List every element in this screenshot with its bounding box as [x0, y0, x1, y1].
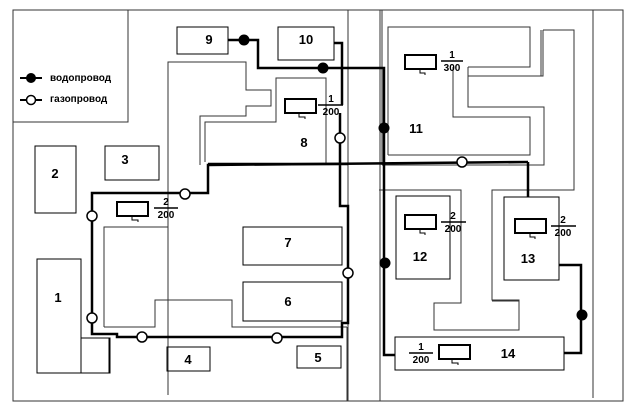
water-valve-icon [238, 34, 250, 46]
legend-water: водопровод [20, 73, 112, 84]
legend-box [12, 9, 129, 123]
building-10-label: 10 [299, 32, 313, 47]
building-11-yard-bottom [388, 67, 531, 156]
legend-gas-label: газопровод [50, 94, 108, 105]
gas-main [90, 113, 529, 339]
gas-valve-icon [25, 94, 37, 106]
building-2-label: 2 [51, 166, 58, 181]
gas-valve-icon [86, 210, 98, 222]
building-2 [34, 145, 77, 214]
building-14-label: 14 [501, 346, 516, 361]
building-4-label: 4 [184, 352, 192, 367]
scale-den: 200 [555, 228, 572, 239]
building-1 [36, 258, 82, 374]
building-13 [503, 196, 560, 281]
water-valve-icon [378, 122, 390, 134]
water-main [228, 38, 395, 357]
building-7 [242, 226, 343, 266]
building-1-label: 1 [54, 290, 61, 305]
building-9-label: 9 [205, 32, 212, 47]
scale-den: 200 [445, 224, 462, 235]
building-5-label: 5 [314, 350, 321, 365]
yard-12-13-outline [379, 189, 520, 331]
meter-tail-icon [131, 216, 139, 222]
scale-num: 1 [328, 94, 334, 105]
yard-right-connector [467, 30, 544, 77]
gas-valve-icon [334, 132, 346, 144]
building-11-zigzag [382, 30, 545, 166]
building-8-yard [204, 77, 327, 163]
scale-num: 1 [449, 50, 455, 61]
meter-tail-icon [419, 229, 426, 235]
scale-marker-13: 2 200 [514, 215, 576, 239]
water-valve-icon [379, 257, 391, 269]
meter-icon [284, 98, 317, 114]
building-6-label: 6 [284, 294, 291, 309]
gas-valve-icon [271, 332, 283, 344]
meter-tail-icon [451, 359, 459, 365]
yard-outline-right [381, 9, 594, 398]
building-1-outline [36, 258, 110, 374]
scale-num: 2 [450, 211, 456, 222]
scale-den: 300 [444, 63, 461, 74]
building-9 [176, 26, 229, 55]
scale-marker-12: 2 200 [404, 211, 466, 235]
gas-valve-icon [342, 267, 354, 279]
gas-valve-icon [136, 331, 148, 343]
building-1-notch [80, 337, 111, 374]
scale-marker-6-7-block: 2 200 [116, 197, 178, 222]
building-6 [242, 281, 343, 322]
building-5 [296, 345, 342, 369]
gas-valve-icon [179, 188, 191, 200]
yard-outline-upper-left [167, 61, 272, 395]
building-4 [166, 346, 211, 372]
building-11-label: 11 [409, 121, 423, 136]
scale-num: 2 [163, 197, 169, 208]
water-branch-13-14 [559, 263, 583, 355]
gas-valve-icon [86, 312, 98, 324]
building-8-label: 8 [300, 135, 307, 150]
meter-tail-icon [298, 113, 306, 119]
building-13-label: 13 [521, 251, 535, 266]
scale-den: 200 [413, 355, 430, 366]
yard-right-s-shape [491, 29, 575, 330]
yard-outline-lower [103, 226, 168, 327]
meter-icon [404, 214, 437, 230]
meter-icon [116, 201, 149, 217]
meter-tail-icon [529, 233, 536, 239]
meter-icon [404, 54, 437, 70]
scale-num: 1 [418, 342, 424, 353]
legend-water-label: водопровод [50, 73, 112, 84]
water-valve-icon [26, 73, 36, 83]
building-12 [395, 195, 451, 280]
building-12-label: 12 [413, 249, 427, 264]
building-7-label: 7 [284, 235, 291, 250]
water-valve-icon [317, 62, 329, 74]
water-valve-icon [576, 309, 588, 321]
outer-frame [12, 9, 624, 402]
building-3 [104, 145, 160, 181]
building-11-yard-top [387, 26, 531, 155]
scale-marker-11: 1 300 [404, 50, 463, 75]
legend-gas: газопровод [20, 94, 108, 106]
yard-outline-bottom [104, 299, 347, 328]
meter-tail-icon [419, 69, 426, 75]
water-branch-10-8 [334, 41, 344, 105]
building-3-label: 3 [121, 152, 128, 167]
meter-icon [438, 344, 471, 360]
scale-den: 200 [158, 210, 175, 221]
gas-valve-icon [456, 156, 468, 168]
scale-marker-8: 1 200 [284, 94, 343, 119]
scale-den: 200 [323, 107, 340, 118]
meter-icon [514, 218, 547, 234]
scale-num: 2 [560, 215, 566, 226]
scale-marker-14: 1 200 [409, 342, 471, 366]
